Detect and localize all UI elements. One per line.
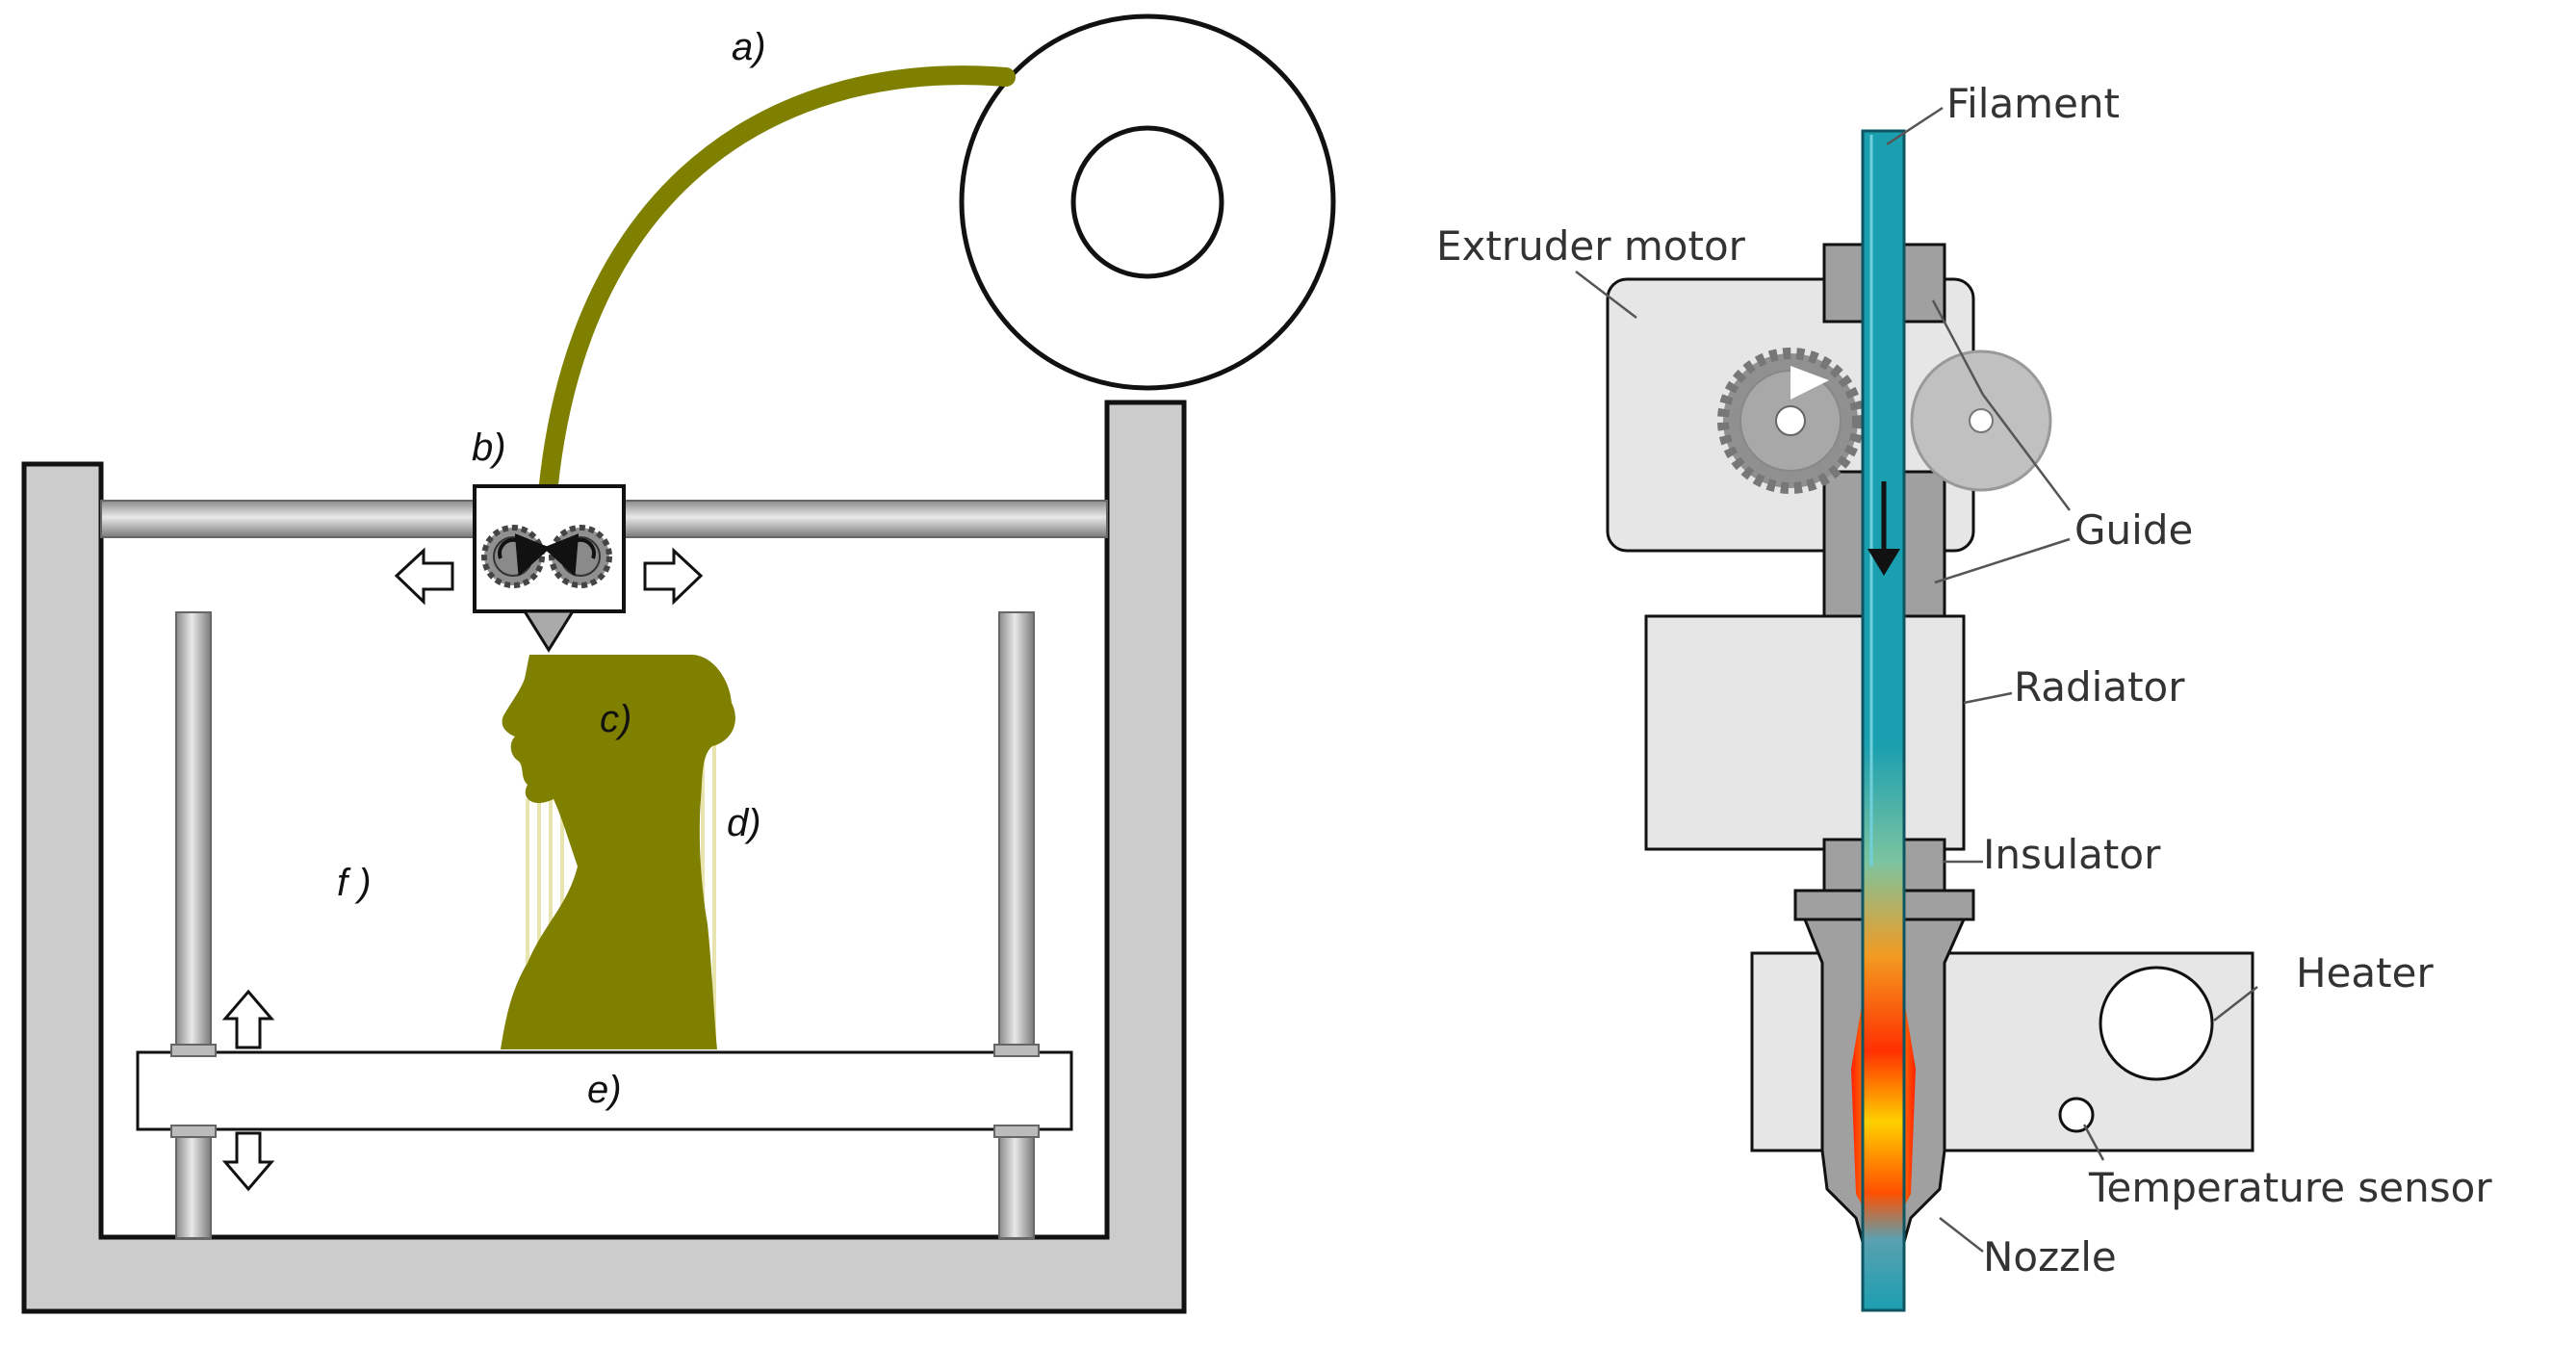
label-d: d) <box>727 802 761 844</box>
radiator-block <box>1644 614 1966 851</box>
label-heater: Heater <box>2296 949 2434 996</box>
filament-strand <box>534 65 1016 587</box>
label-nozzle: Nozzle <box>1983 1233 2117 1280</box>
right-vertical-rod <box>998 611 1035 1239</box>
label-f: f ) <box>337 862 372 904</box>
print-head <box>473 484 626 653</box>
label-e: e) <box>587 1069 622 1111</box>
label-guide: Guide <box>2074 506 2193 554</box>
move-left-arrow-icon <box>394 547 454 606</box>
temperature-sensor-hole <box>2058 1097 2095 1133</box>
filament-spool <box>959 13 1336 391</box>
move-right-arrow-icon <box>643 547 704 606</box>
move-up-arrow-icon <box>221 989 275 1049</box>
callout-leaders <box>1575 106 2258 1253</box>
feed-direction-arrow-icon <box>1868 481 1900 576</box>
label-b: b) <box>472 427 506 469</box>
printed-bust <box>501 655 735 1049</box>
heater-hole <box>2099 966 2214 1081</box>
printer-frame <box>21 400 1187 1314</box>
move-down-arrow-icon <box>221 1131 275 1192</box>
label-a: a) <box>732 26 766 68</box>
filament-channel <box>1861 129 1906 1312</box>
drive-gear-right <box>543 525 612 588</box>
extruder-drive-gear <box>1717 348 1864 494</box>
label-c: c) <box>600 698 631 740</box>
idler-bearing <box>1910 349 2052 492</box>
drive-gear-left <box>481 525 551 588</box>
print-nozzle-tip <box>522 609 576 653</box>
build-platform <box>136 1044 1073 1138</box>
label-radiator: Radiator <box>2014 663 2185 711</box>
label-filament: Filament <box>1946 80 2120 127</box>
left-vertical-rod <box>175 611 212 1239</box>
label-insulator: Insulator <box>1983 831 2161 878</box>
label-temperature-sensor: Temperature sensor <box>2088 1164 2492 1211</box>
label-extruder-motor: Extruder motor <box>1436 222 1746 270</box>
